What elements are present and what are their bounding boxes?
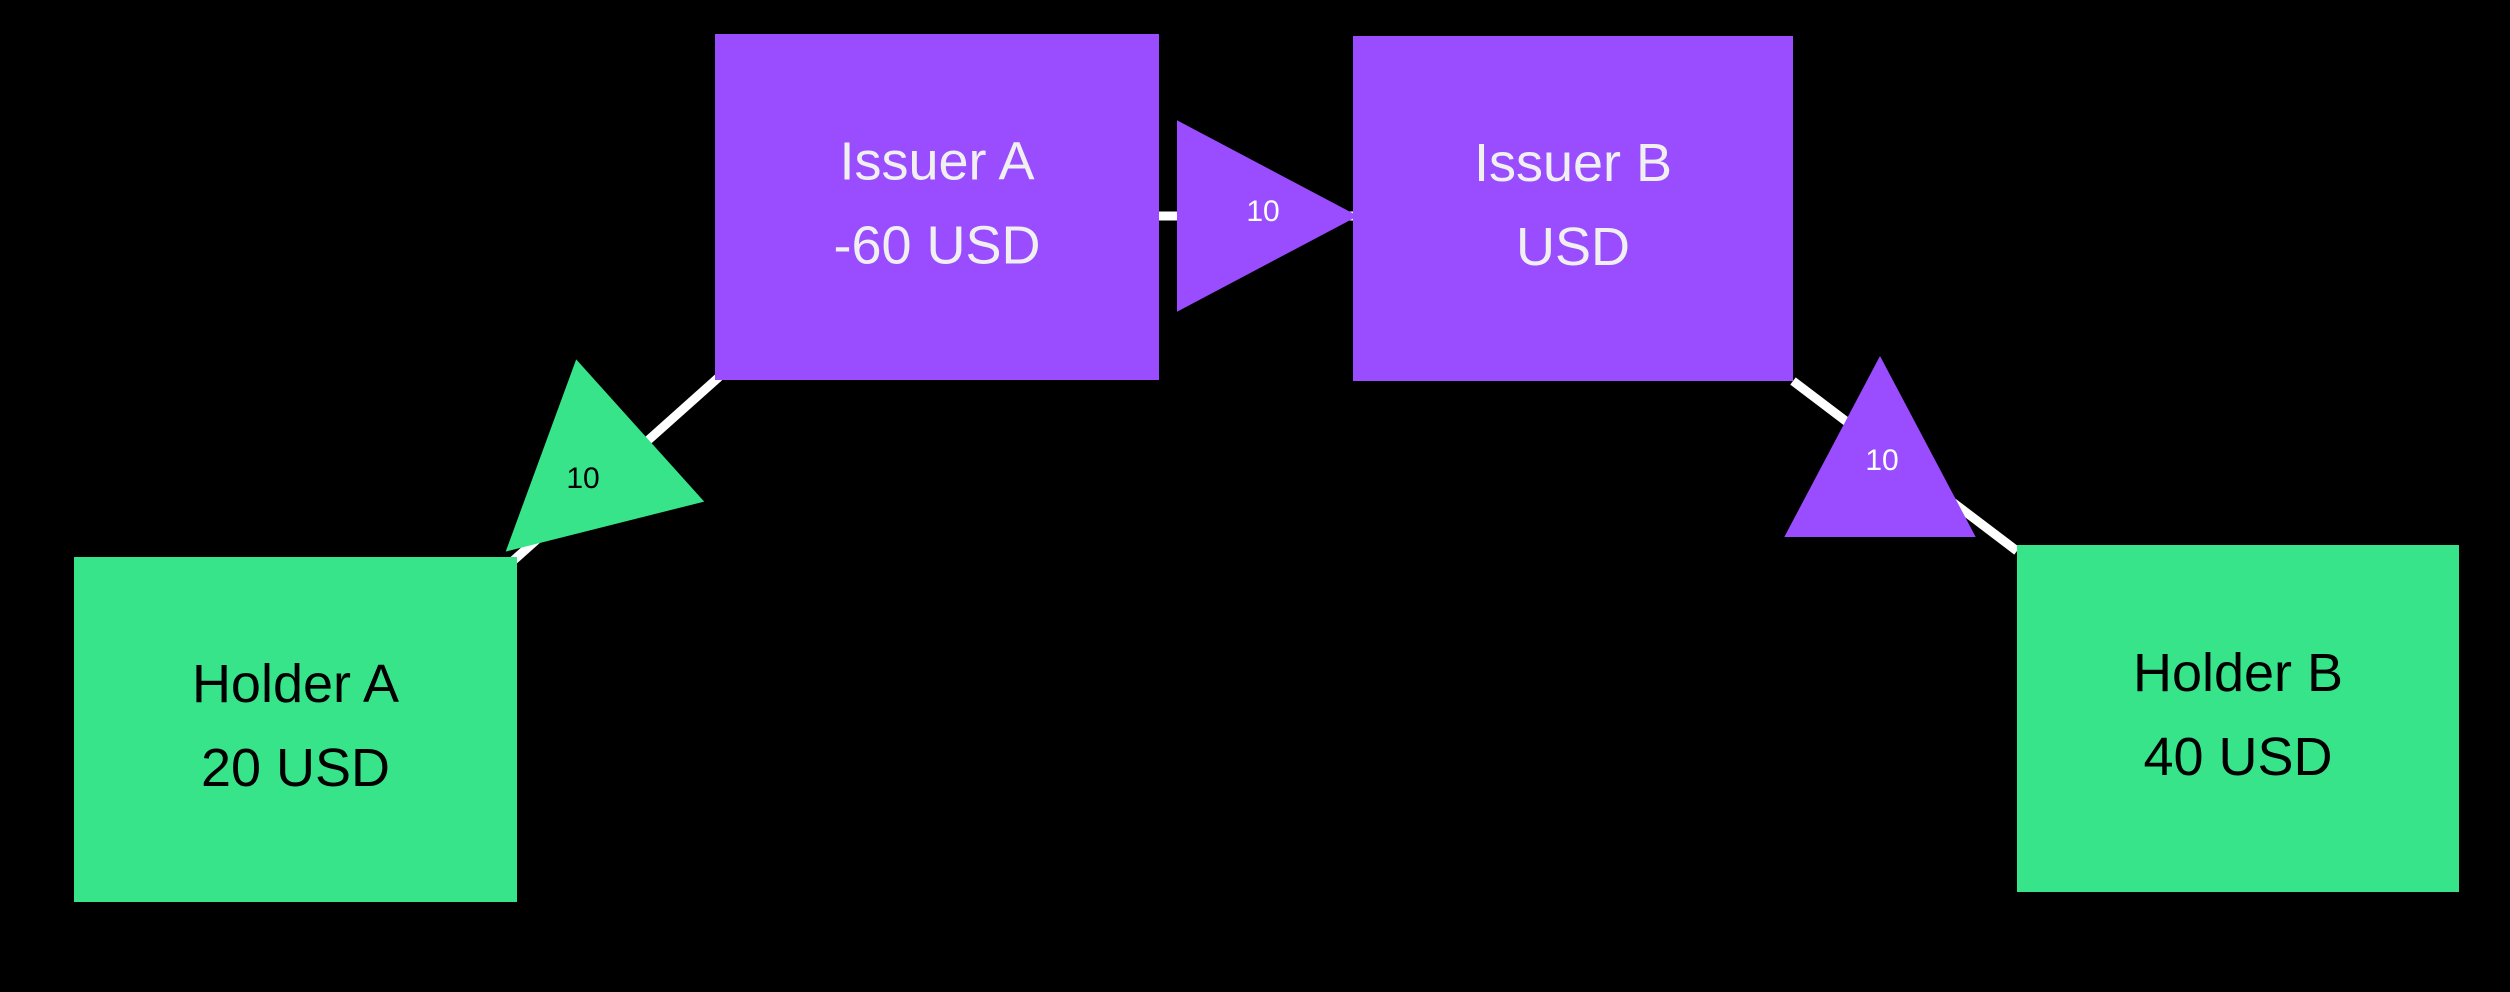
nodes-layer: Issuer A -60 USD Issuer B USD Holder A 2… bbox=[74, 34, 2459, 902]
node-box bbox=[74, 557, 517, 902]
edge-arrow-marker bbox=[1784, 356, 1976, 537]
edge-label: 10 bbox=[566, 462, 599, 495]
node-issuer-b[interactable]: Issuer B USD bbox=[1353, 36, 1793, 381]
edge-label: 10 bbox=[1246, 195, 1279, 228]
edge-arrow-marker bbox=[1177, 120, 1358, 312]
node-title: Issuer A bbox=[839, 131, 1034, 191]
node-box bbox=[1353, 36, 1793, 381]
node-issuer-a[interactable]: Issuer A -60 USD bbox=[715, 34, 1159, 380]
edge-label: 10 bbox=[1865, 444, 1898, 477]
node-holder-b[interactable]: Holder B 40 USD bbox=[2017, 545, 2459, 892]
node-box bbox=[715, 34, 1159, 380]
node-balance: USD bbox=[1516, 217, 1630, 277]
node-box bbox=[2017, 545, 2459, 892]
node-title: Issuer B bbox=[1474, 133, 1672, 193]
node-title: Holder A bbox=[192, 654, 399, 714]
node-balance: 40 USD bbox=[2143, 727, 2332, 787]
edge-arrow-marker bbox=[505, 359, 705, 552]
markers-overlay: 10 10 10 bbox=[505, 120, 1976, 552]
node-balance: 20 USD bbox=[201, 738, 390, 798]
node-holder-a[interactable]: Holder A 20 USD bbox=[74, 557, 517, 902]
node-balance: -60 USD bbox=[833, 215, 1040, 275]
node-title: Holder B bbox=[2133, 643, 2343, 703]
